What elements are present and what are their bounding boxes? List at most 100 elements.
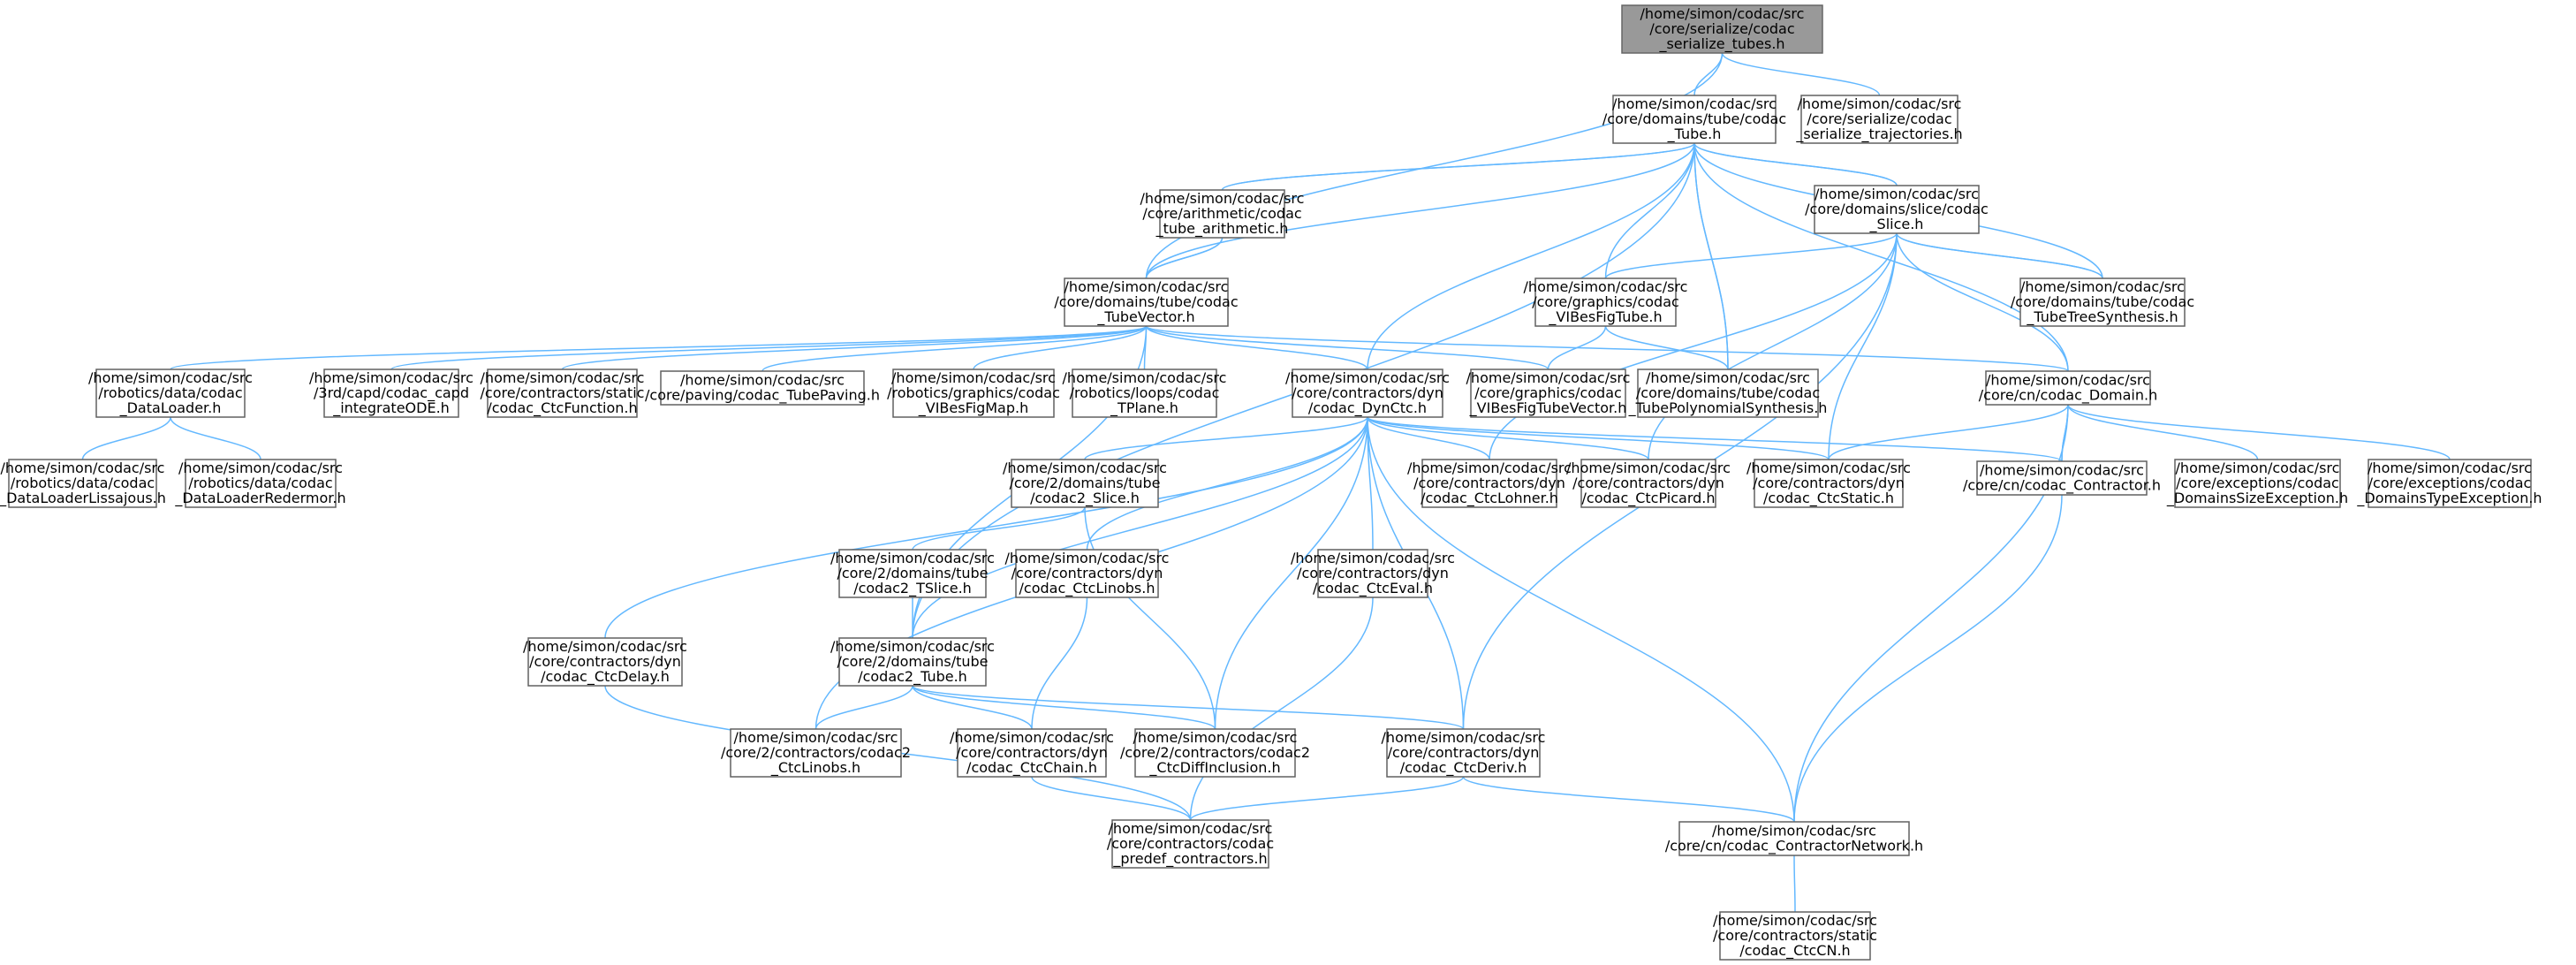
file-node[interactable]: /home/simon/codac/src/core/domains/tube/… [1054, 277, 1239, 327]
file-node-label: /home/simon/codac/src [950, 729, 1114, 746]
file-node[interactable]: /home/simon/codac/src/core/contractors/d… [1382, 728, 1546, 778]
file-node[interactable]: /home/simon/codac/src/core/domains/tube/… [1602, 95, 1786, 144]
file-node-box [730, 728, 902, 778]
file-node-label: /home/simon/codac/src [1133, 729, 1298, 746]
file-node[interactable]: /home/simon/codac/src/core/contractors/s… [1713, 911, 1877, 961]
file-node[interactable]: /home/simon/codac/src/core/2/contractors… [721, 728, 911, 778]
file-node[interactable]: /home/simon/codac/src/core/2/domains/tub… [830, 549, 995, 598]
file-node[interactable]: /home/simon/codac/src/core/domains/tube/… [2011, 277, 2194, 327]
file-node-label: /core/domains/slice/codac [1805, 201, 1989, 217]
file-node[interactable]: /home/simon/codac/src/core/contractors/d… [950, 728, 1114, 778]
file-node-label: /core/2/contractors/codac2 [1120, 744, 1310, 761]
include-edge [604, 417, 1368, 639]
file-node[interactable]: /home/simon/codac/src/core/serialize/cod… [1795, 95, 1963, 144]
file-node-label: /home/simon/codac/src [1986, 372, 2150, 389]
include-edge [1085, 507, 1216, 730]
file-node-label: /core/cn/codac_ContractorNetwork.h [1665, 838, 1923, 855]
file-node-box [660, 370, 865, 406]
file-node-label: _integrateODE.h [332, 399, 450, 417]
file-node[interactable]: /home/simon/codac/src/robotics/data/coda… [0, 459, 166, 508]
file-node-box [185, 459, 337, 508]
file-node-label: /robotics/data/codac [98, 384, 242, 401]
file-node[interactable]: /home/simon/codac/src/core/contractors/c… [1107, 819, 1274, 869]
file-node[interactable]: /home/simon/codac/src/core/exceptions/co… [2356, 459, 2542, 508]
file-node[interactable]: /home/simon/codac/src/core/contractors/d… [1746, 459, 1911, 508]
file-node[interactable]: /home/simon/codac/src/core/2/contractors… [1120, 728, 1310, 778]
file-node-label: /core/contractors/dyn [1011, 565, 1163, 581]
include-edge [1368, 417, 1649, 460]
file-node-label: /core/graphics/codac [1532, 293, 1679, 310]
file-node-label: /home/simon/codac/src [1640, 5, 1805, 22]
file-node-label: /core/contractors/dyn [1413, 475, 1565, 491]
include-edge [1367, 143, 1694, 370]
file-node-box [323, 369, 459, 418]
file-node-label: _VIBesFigTube.h [1548, 308, 1662, 326]
file-node[interactable]: /home/simon/codac/src/core/contractors/s… [481, 369, 645, 418]
include-edge [1147, 326, 2069, 372]
file-node-label: /core/exceptions/codac [2176, 475, 2339, 491]
file-node-label: /core/domains/tube/codac [1636, 384, 1820, 401]
file-node-label: /home/simon/codac/src [891, 369, 1056, 386]
file-node-label: _CtcDiffInclusion.h [1148, 759, 1280, 777]
file-node-box [1470, 369, 1626, 418]
file-node-label: /core/domains/tube/codac [1602, 110, 1786, 127]
file-node-box [892, 369, 1055, 418]
file-node-label: /home/simon/codac/src [830, 550, 995, 566]
include-edge [1793, 495, 2062, 823]
include-edge [1032, 777, 1192, 821]
file-node[interactable]: /home/simon/codac/src/core/exceptions/co… [2166, 459, 2348, 508]
file-node[interactable]: /home/simon/codac/src/core/contractors/d… [1285, 369, 1450, 418]
file-node[interactable]: /home/simon/codac/src/core/domains/tube/… [1628, 369, 1828, 418]
file-node-label: /home/simon/codac/src [1291, 550, 1455, 566]
include-edge [1693, 142, 1728, 369]
file-node-label: /codac_CtcDelay.h [541, 668, 670, 686]
file-node[interactable]: /home/simon/codac/src/3rd/capd/codac_cap… [309, 369, 474, 418]
file-node[interactable]: /home/simon/codac/src/core/cn/codac_Doma… [1979, 370, 2157, 406]
include-edge [1794, 855, 1795, 913]
file-node[interactable]: /home/simon/codac/src/core/contractors/d… [523, 637, 687, 687]
file-node-label: /core/2/contractors/codac2 [721, 744, 911, 761]
include-edge [170, 417, 261, 460]
file-node[interactable]: /home/simon/codac/src/robotics/data/coda… [88, 369, 253, 418]
file-node-label: /home/simon/codac/src [1285, 369, 1450, 386]
file-node[interactable]: /home/simon/codac/src/core/domains/slice… [1805, 185, 1989, 234]
include-edge [913, 686, 1216, 730]
file-node[interactable]: /home/simon/codac/src/robotics/graphics/… [887, 369, 1060, 418]
file-node-label: /core/graphics/codac [1474, 384, 1622, 401]
file-node-label: _DataLoaderLissajous.h [0, 490, 166, 507]
file-node-label: /codac_CtcLohner.h [1421, 490, 1558, 507]
include-edge [561, 326, 1147, 370]
file-node[interactable]: /home/simon/codac/src/core/paving/codac_… [645, 370, 880, 406]
file-node[interactable]: /home/simon/codac/src/core/contractors/d… [1291, 549, 1455, 598]
file-node-label: _TubeVector.h [1096, 308, 1194, 326]
include-edge [1896, 232, 2102, 278]
file-node[interactable]: /home/simon/codac/src/core/cn/codac_Cont… [1665, 821, 1923, 856]
file-node[interactable]: /home/simon/codac/src/core/cn/codac_Cont… [1963, 460, 2161, 496]
file-node-box [957, 728, 1107, 778]
file-node-label: /home/simon/codac/src [1109, 820, 1273, 837]
file-node[interactable]: /home/simon/codac/src/core/contractors/d… [1407, 459, 1572, 508]
file-node[interactable]: /home/simon/codac/src/core/graphics/coda… [1466, 369, 1631, 418]
file-node-label: /robotics/loops/codac [1070, 384, 1220, 401]
file-node-label: /codac2_Slice.h [1030, 490, 1140, 507]
include-edge [1214, 417, 1368, 730]
file-node[interactable]: /home/simon/codac/src/core/2/domains/tub… [830, 637, 995, 687]
file-node[interactable]: /home/simon/codac/src/core/arithmetic/co… [1140, 189, 1305, 239]
file-node-label: /home/simon/codac/src [1466, 369, 1631, 386]
file-node[interactable]: /home/simon/codac/src/core/contractors/d… [1005, 549, 1170, 598]
file-node-label: _VIBesFigTubeVector.h [1469, 399, 1627, 417]
file-node[interactable]: /home/simon/codac/src/robotics/loops/cod… [1063, 369, 1227, 418]
file-node[interactable]: /home/simon/codac/src/core/2/domains/tub… [1003, 459, 1167, 508]
file-node[interactable]: /home/simon/codac/src/core/contractors/d… [1566, 459, 1731, 508]
file-node-label: /robotics/graphics/codac [887, 384, 1060, 401]
file-node-label: /home/simon/codac/src [1, 460, 165, 476]
include-edge [1145, 53, 1723, 279]
file-node-label: /codac2_TSlice.h [853, 580, 972, 597]
file-node-box [2019, 277, 2186, 327]
file-node-label: /home/simon/codac/src [1407, 460, 1572, 476]
file-node[interactable]: /home/simon/codac/src/core/graphics/coda… [1524, 277, 1688, 327]
file-node-box [487, 369, 638, 418]
root-file-node[interactable]: /home/simon/codac/src/core/serialize/cod… [1621, 4, 1823, 54]
file-node-label: /home/simon/codac/src [734, 729, 898, 746]
file-node[interactable]: /home/simon/codac/src/robotics/data/coda… [174, 459, 346, 508]
